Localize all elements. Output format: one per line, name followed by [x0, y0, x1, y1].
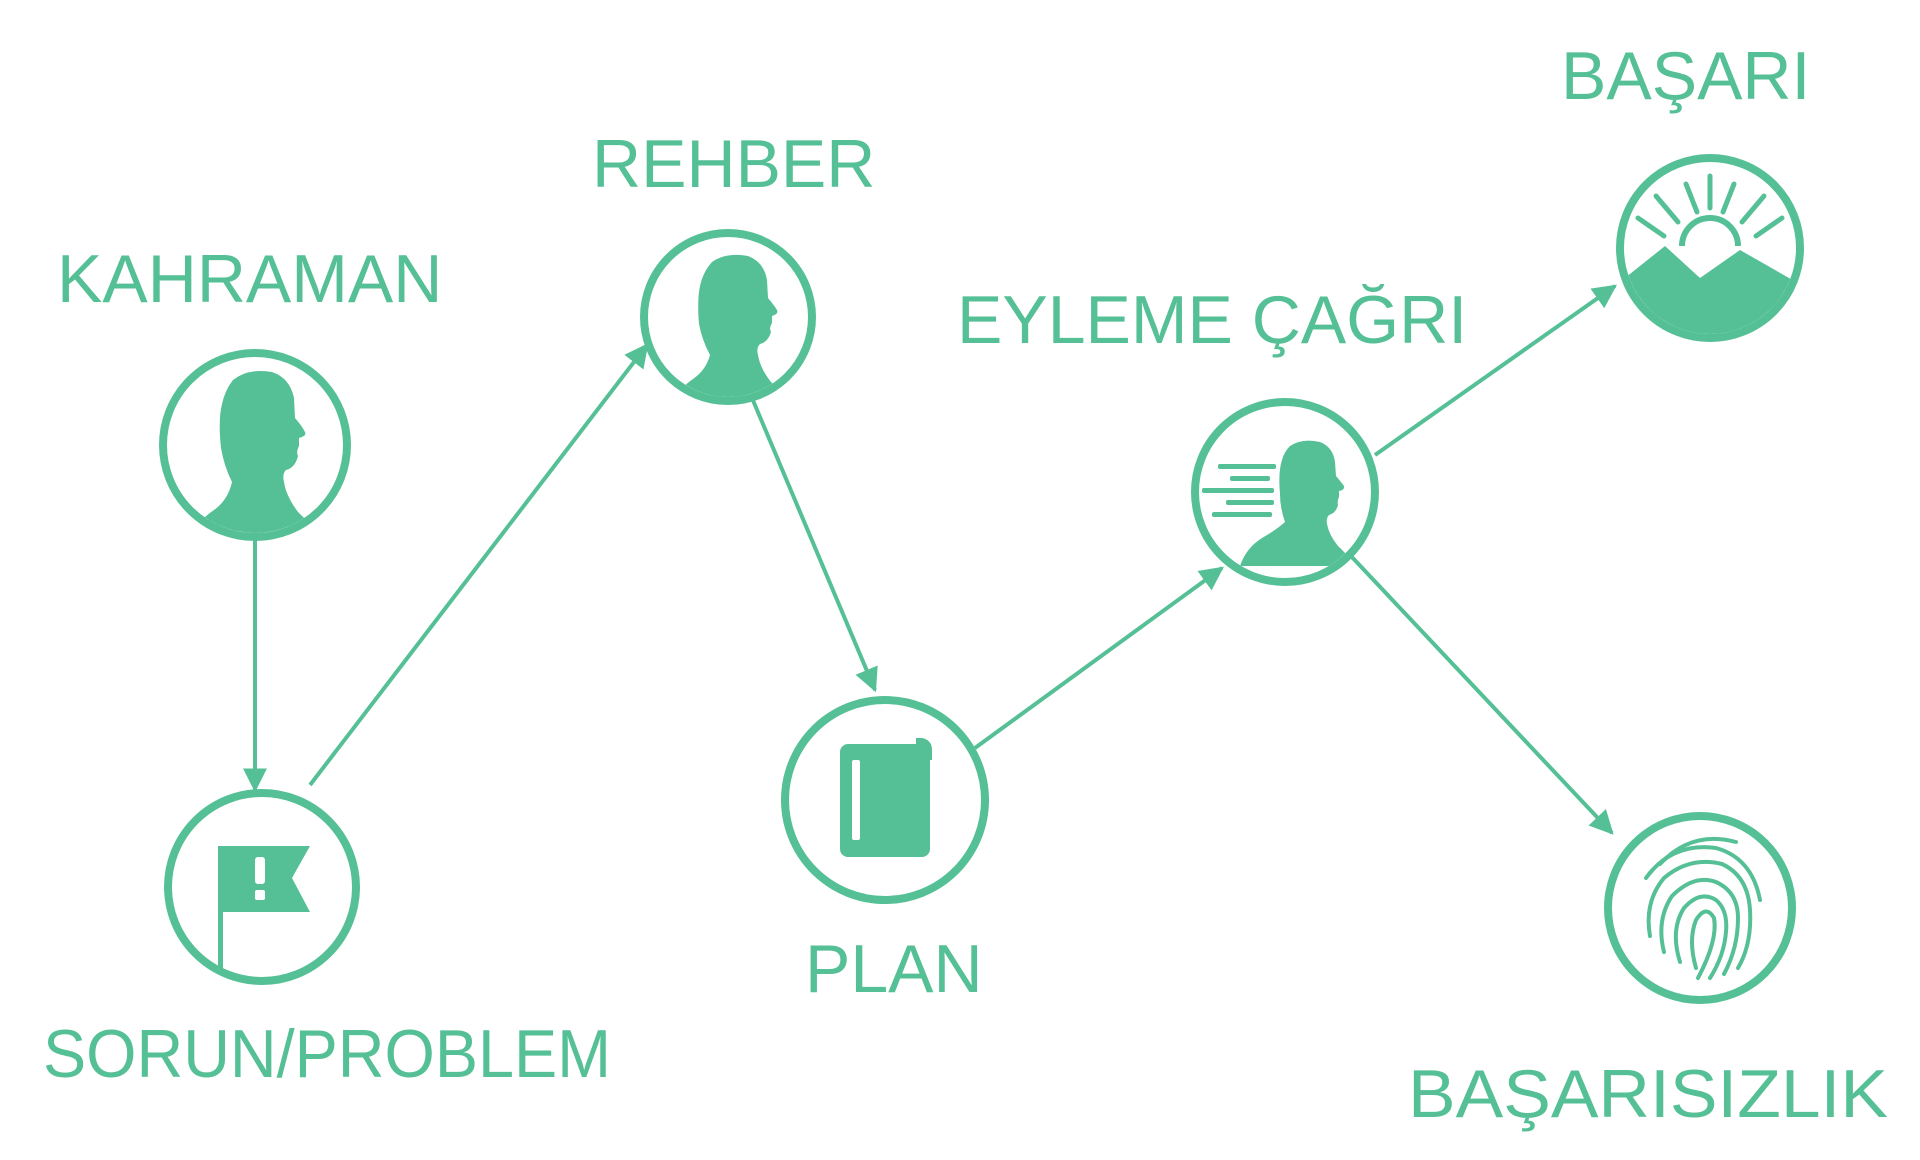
- connector-guide-to-plan: [750, 397, 878, 693]
- node-hero: [159, 349, 351, 541]
- person-silhouette-icon: [672, 254, 790, 397]
- sunrise-mountain-icon: [1624, 173, 1796, 334]
- person-silhouette-icon: [190, 371, 320, 533]
- label-plan: PLAN: [805, 931, 983, 1007]
- node-success: [1616, 154, 1804, 342]
- running-person-icon: [1202, 440, 1354, 566]
- label-problem: SORUN/PROBLEM: [43, 1016, 611, 1092]
- warning-flag-icon: [218, 846, 310, 970]
- label-failure: BAŞARISIZLIK: [1408, 1056, 1888, 1132]
- book-icon: [840, 738, 932, 857]
- node-problem: [164, 789, 360, 985]
- node-call-to-action: [1191, 398, 1379, 586]
- node-plan: [781, 696, 989, 904]
- connector-problem-to-guide: [308, 343, 649, 787]
- fingerprint-icon: [1644, 836, 1762, 980]
- connector-call-to-action-to-failure: [1348, 553, 1614, 835]
- node-guide: [640, 229, 816, 405]
- connector-call-to-action-to-success: [1373, 284, 1617, 457]
- label-success: BAŞARI: [1561, 38, 1810, 114]
- node-failure: [1604, 812, 1796, 1004]
- label-guide: REHBER: [592, 126, 875, 202]
- label-hero: KAHRAMAN: [57, 241, 442, 317]
- label-call-to-action: EYLEME ÇAĞRI: [957, 282, 1467, 358]
- connector-plan-to-call-to-action: [973, 566, 1224, 750]
